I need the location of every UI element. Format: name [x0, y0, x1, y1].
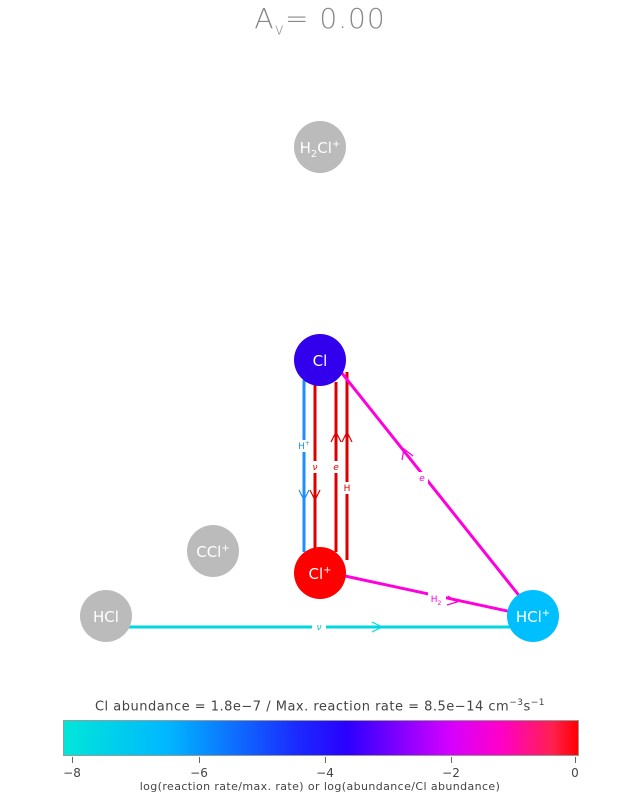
- node-cl-plus-label: Cl+: [308, 565, 331, 583]
- abundance-caption: Cl abundance = 1.8e−7 / Max. reaction ra…: [94, 698, 546, 715]
- edge-label-h2: H2: [431, 595, 442, 607]
- colorbar-tick: [325, 757, 326, 763]
- colorbar-tick-label: 0: [571, 766, 579, 780]
- node-ccl-plus-label: CCl+: [196, 543, 230, 561]
- edge-h2-arrow: [446, 595, 459, 606]
- colorbar-tick-label: −2: [442, 766, 460, 780]
- edge-h-plus-arrow: [298, 489, 310, 502]
- colorbar-tick: [575, 757, 576, 763]
- edge-e-hcl-arrow: [401, 447, 414, 461]
- node-cl-label: Cl: [313, 352, 328, 370]
- edge-nu-cl-arrow: [309, 489, 321, 502]
- edge-e-hcl: [339, 371, 523, 599]
- node-h2cl-plus-label: H2Cl+: [300, 139, 341, 160]
- edge-label-e-cl: e: [333, 463, 339, 473]
- visual-extinction-title: Av= 0.00: [254, 2, 386, 39]
- colorbar-tick-label: −6: [190, 766, 208, 780]
- colorbar-tick: [199, 757, 200, 763]
- node-h2cl-plus: H2Cl+: [294, 121, 346, 173]
- colorbar-tick: [72, 757, 73, 763]
- node-ccl-plus: CCl+: [187, 525, 239, 577]
- colorbar-tick-label: −8: [63, 766, 81, 780]
- edge-label-h-cl: H: [344, 484, 351, 494]
- edge-label-nu-hcl: ν: [316, 623, 321, 633]
- node-hcl-plus-label: HCl+: [516, 608, 550, 626]
- node-hcl-label: HCl: [93, 608, 119, 626]
- edge-h-cl-arrow: [341, 430, 353, 443]
- edge-label-e-hcl: e: [419, 474, 425, 484]
- edge-label-nu-cl: ν: [312, 463, 317, 473]
- node-cl: Cl: [294, 334, 346, 386]
- node-hcl-plus: HCl+: [507, 590, 559, 642]
- node-hcl: HCl: [80, 590, 132, 642]
- colorbar-tick: [451, 757, 452, 763]
- edge-label-h-plus: H+: [298, 440, 310, 452]
- edge-e-cl-arrow: [330, 430, 342, 443]
- edge-nu-hcl-arrow: [371, 621, 384, 633]
- colorbar-tick-label: −4: [316, 766, 334, 780]
- node-cl-plus: Cl+: [294, 547, 346, 599]
- colorbar-axis-label: log(reaction rate/max. rate) or log(abun…: [139, 780, 501, 793]
- colorbar: [63, 720, 579, 756]
